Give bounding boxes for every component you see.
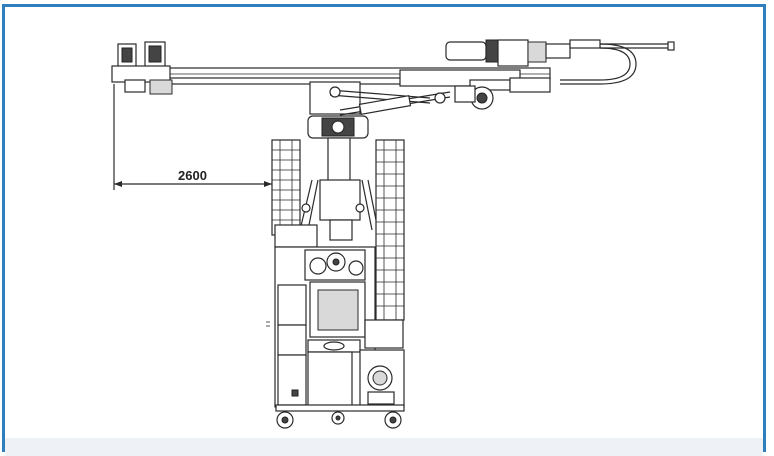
drill-head [111, 41, 173, 95]
left-track [271, 139, 301, 236]
dimension-label: 2600 [178, 168, 207, 183]
chassis [266, 224, 405, 408]
turret [299, 115, 379, 241]
feed-motor [445, 39, 675, 110]
right-track [375, 139, 405, 321]
support-wheels [275, 404, 405, 429]
boom-cylinders [309, 81, 451, 116]
dimension-2600: 2600 [113, 84, 272, 190]
figure-footer-band [5, 438, 763, 456]
